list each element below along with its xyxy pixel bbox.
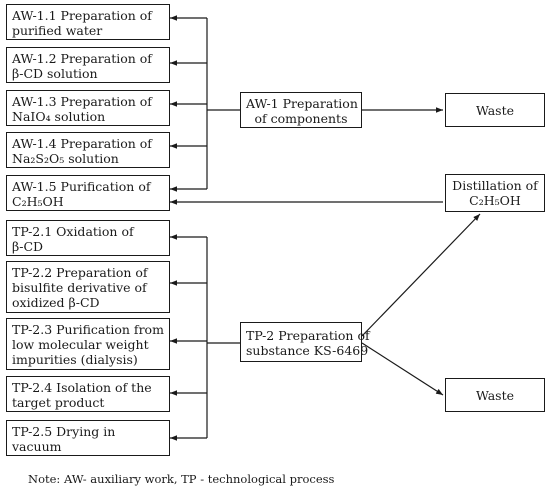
aw-1-2-line-1: AW-1.2 Preparation of — [12, 51, 152, 66]
tp-2-1-line-2: β-CD — [12, 239, 44, 254]
waste-bottom-box: Waste — [445, 378, 545, 412]
aw-1-main-box: AW-1 Preparation of components — [240, 92, 362, 128]
tp-2-3-box: TP-2.3 Purification from low molecular w… — [6, 318, 170, 370]
aw-1-5-line-2: C₂H₅OH — [12, 194, 64, 209]
tp-2-5-line-2: vacuum — [12, 439, 62, 454]
aw-main-line-1: AW-1 Preparation — [246, 96, 358, 111]
aw-1-1-line-1: AW-1.1 Preparation of — [12, 8, 152, 23]
tp-2-2-line-1: TP-2.2 Preparation of — [12, 265, 148, 280]
arrow-tp-to-waste — [361, 342, 444, 396]
tp-main-line-1: TP-2 Preparation of — [246, 328, 370, 343]
aw-1-5-box: AW-1.5 Purification of C₂H₅OH — [6, 175, 170, 211]
aw-main-line-2: of components — [254, 111, 348, 126]
aw-1-1-box: AW-1.1 Preparation of purified water — [6, 4, 170, 40]
tp-main-line-2: substance KS-6469 — [246, 343, 369, 358]
aw-1-2-line-2: β-CD solution — [12, 66, 98, 81]
tp-2-5-line-1: TP-2.5 Drying in — [12, 424, 116, 439]
tp-2-2-line-2: bisulfite derivative of — [12, 280, 147, 295]
tp-2-4-box: TP-2.4 Isolation of the target product — [6, 376, 170, 412]
tp-2-3-line-2: low molecular weight — [12, 337, 149, 352]
aw-1-4-line-1: AW-1.4 Preparation of — [12, 136, 152, 151]
tp-2-4-line-2: target product — [12, 395, 105, 410]
tp-2-3-line-3: impurities (dialysis) — [12, 352, 138, 367]
tp-2-main-box: TP-2 Preparation of substance KS-6469 — [240, 322, 370, 362]
waste-top-box: Waste — [445, 93, 545, 127]
aw-1-3-line-1: AW-1.3 Preparation of — [12, 94, 152, 109]
aw-1-3-box: AW-1.3 Preparation of NaIO₄ solution — [6, 90, 170, 126]
aw-1-4-line-2: Na₂S₂O₅ solution — [12, 151, 119, 166]
tp-2-1-box: TP-2.1 Oxidation of β-CD — [6, 220, 170, 256]
waste-top-label: Waste — [475, 102, 515, 118]
aw-1-1-line-2: purified water — [12, 23, 103, 38]
arrow-tp-to-distillation — [361, 213, 481, 337]
diagram-note: Note: AW- auxiliary work, TP - technolog… — [28, 472, 335, 486]
tp-2-1-line-1: TP-2.1 Oxidation of — [12, 224, 134, 239]
tp-2-2-box: TP-2.2 Preparation of bisulfite derivati… — [6, 261, 170, 313]
aw-1-2-box: AW-1.2 Preparation of β-CD solution — [6, 47, 170, 83]
tp-2-5-box: TP-2.5 Drying in vacuum — [6, 420, 170, 456]
aw-1-3-line-2: NaIO₄ solution — [12, 109, 106, 124]
waste-bottom-label: Waste — [475, 387, 515, 403]
distillation-box: Distillation of C₂H₅OH — [445, 174, 545, 212]
aw-1-5-line-1: AW-1.5 Purification of — [12, 179, 151, 194]
distillation-line-1: Distillation of — [452, 178, 538, 193]
tp-2-3-line-1: TP-2.3 Purification from — [12, 322, 164, 337]
tp-2-4-line-1: TP-2.4 Isolation of the — [12, 380, 152, 395]
distillation-line-2: C₂H₅OH — [469, 193, 521, 208]
tp-2-2-line-3: oxidized β-CD — [12, 295, 100, 310]
aw-1-4-box: AW-1.4 Preparation of Na₂S₂O₅ solution — [6, 132, 170, 168]
